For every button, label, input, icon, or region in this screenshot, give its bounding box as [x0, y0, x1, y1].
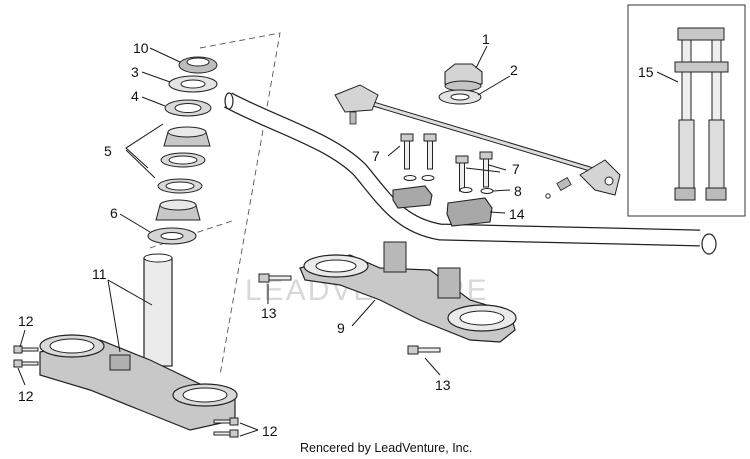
- callout-13-lower: 13: [435, 377, 451, 393]
- assembly-guide-line: [199, 32, 281, 376]
- callout-7-right: 7: [512, 161, 520, 177]
- callout-9: 9: [337, 320, 345, 336]
- callout-7-left: 7: [372, 148, 380, 164]
- top-triple-clamp: [299, 241, 517, 343]
- lower-triple-clamp: [39, 253, 238, 431]
- pinch-screw-lower: [407, 345, 441, 355]
- clamp-screws: [400, 133, 494, 194]
- cap-nut: [444, 63, 483, 92]
- callout-12-bottom: 12: [18, 388, 34, 404]
- handlebar-clamps: [392, 185, 493, 227]
- cap-washer: [438, 89, 482, 105]
- leader-lines: [17, 45, 679, 437]
- front-fork: [674, 27, 729, 201]
- callout-1: 1: [482, 31, 490, 47]
- callout-12-top: 12: [18, 313, 34, 329]
- callout-5: 5: [104, 143, 112, 159]
- callout-6: 6: [110, 205, 118, 221]
- credit-text: Rencered by LeadVenture, Inc.: [300, 441, 472, 455]
- callout-8: 8: [514, 183, 522, 199]
- lower-pinch-screws: [13, 345, 239, 438]
- damper-rod: [334, 84, 621, 199]
- callout-11: 11: [92, 266, 107, 282]
- callout-4: 4: [131, 88, 139, 104]
- bearing-stack: [147, 56, 218, 245]
- callout-10: 10: [133, 40, 149, 56]
- callout-2: 2: [510, 62, 518, 78]
- callout-15: 15: [638, 64, 654, 80]
- handlebar: [224, 92, 717, 255]
- callout-13-upper: 13: [261, 305, 277, 321]
- callout-14: 14: [509, 206, 525, 222]
- fork-inset-frame: [627, 4, 746, 217]
- pinch-screw-upper: [258, 273, 292, 283]
- callout-3: 3: [131, 64, 139, 80]
- callout-12-right: 12: [262, 423, 278, 439]
